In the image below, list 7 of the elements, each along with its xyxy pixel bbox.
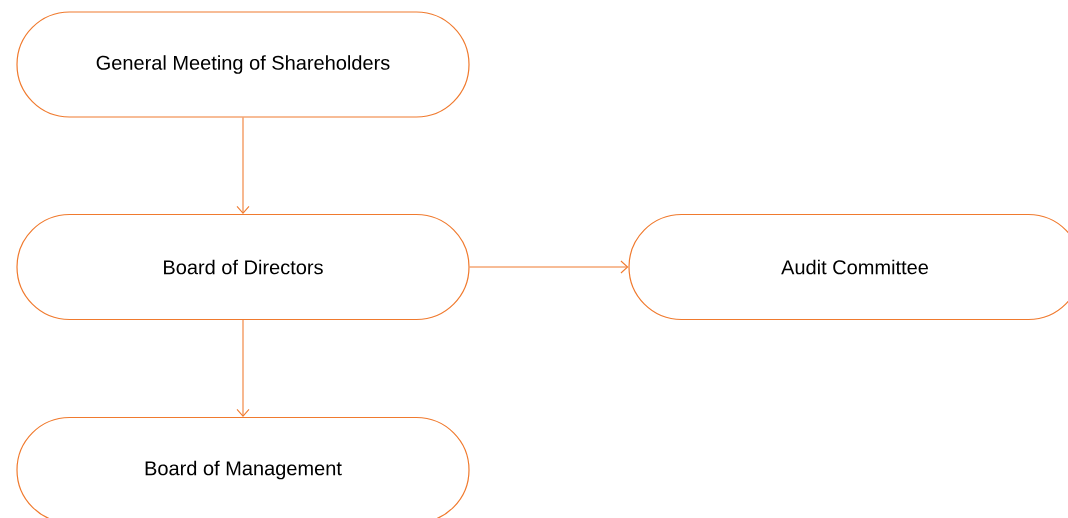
rounded-box: Board of Management <box>16 416 470 518</box>
rounded-box: Audit Committee <box>628 213 1068 321</box>
rounded-box: General Meeting of Shareholders <box>16 11 470 118</box>
arrow <box>469 260 629 274</box>
rounded-box: Board of Directors <box>16 213 470 321</box>
arrow <box>236 117 250 214</box>
arrow <box>236 319 250 417</box>
